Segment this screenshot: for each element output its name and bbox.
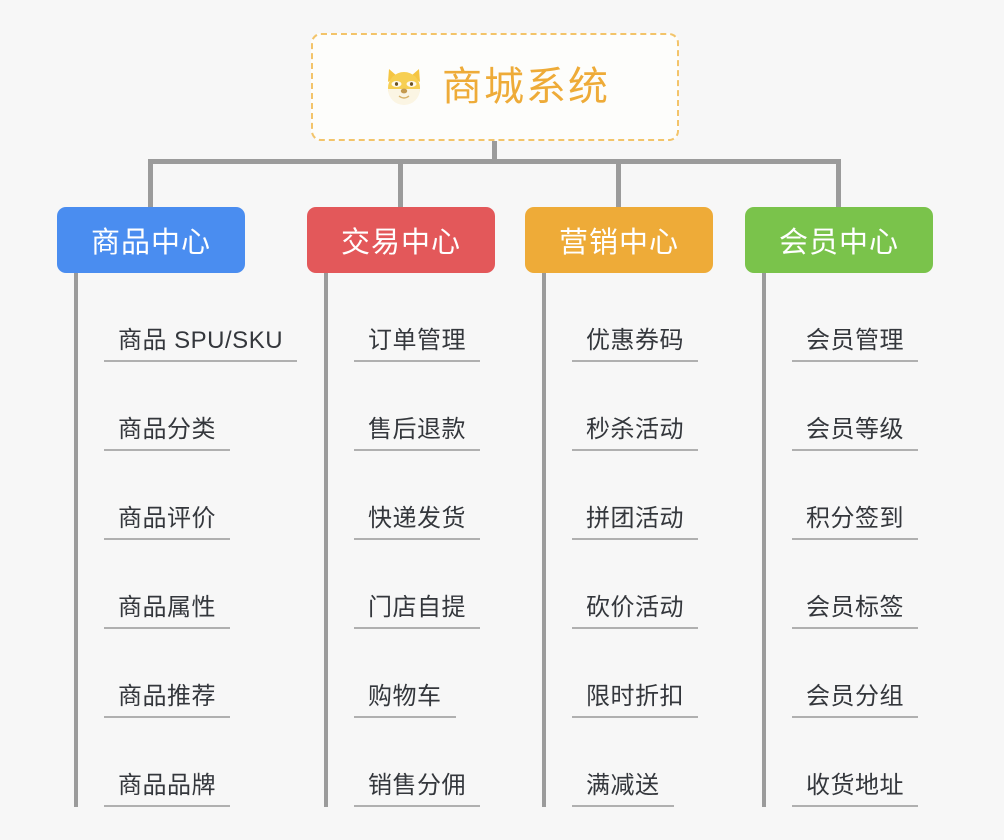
connector-root-stem bbox=[492, 141, 497, 163]
list-item[interactable]: 会员管理 bbox=[762, 273, 918, 362]
root-node-shop-system[interactable]: 商城系统 bbox=[311, 33, 679, 141]
list-item[interactable]: 订单管理 bbox=[324, 273, 480, 362]
branch-column-trade-center: 交易中心 订单管理 售后退款 快递发货 门店自提 购物车 销售分佣 bbox=[307, 207, 495, 807]
list-item[interactable]: 售后退款 bbox=[324, 362, 480, 451]
leaf-label: 售后退款 bbox=[354, 409, 480, 451]
list-item[interactable]: 限时折扣 bbox=[542, 629, 698, 718]
list-item[interactable]: 门店自提 bbox=[324, 540, 480, 629]
leaf-label: 积分签到 bbox=[792, 498, 918, 540]
branch-spine-trade-center bbox=[324, 273, 328, 807]
list-item[interactable]: 优惠券码 bbox=[542, 273, 698, 362]
list-item[interactable]: 砍价活动 bbox=[542, 540, 698, 629]
list-item[interactable]: 会员标签 bbox=[762, 540, 918, 629]
leaf-label: 限时折扣 bbox=[572, 676, 698, 718]
list-item[interactable]: 商品推荐 bbox=[74, 629, 297, 718]
leaf-label: 收货地址 bbox=[792, 765, 918, 807]
list-item[interactable]: 会员分组 bbox=[762, 629, 918, 718]
list-item[interactable]: 购物车 bbox=[324, 629, 480, 718]
branch-spine-marketing-center bbox=[542, 273, 546, 807]
list-item[interactable]: 销售分佣 bbox=[324, 718, 480, 807]
list-item[interactable]: 会员等级 bbox=[762, 362, 918, 451]
branch-spine-member-center bbox=[762, 273, 766, 807]
branch-header-trade-center[interactable]: 交易中心 bbox=[307, 207, 495, 273]
leaf-label: 快递发货 bbox=[354, 498, 480, 540]
branch-spine-product-center bbox=[74, 273, 78, 807]
branch-column-member-center: 会员中心 会员管理 会员等级 积分签到 会员标签 会员分组 收货地址 bbox=[745, 207, 933, 807]
branch-header-label: 商品中心 bbox=[90, 227, 211, 259]
leaf-list-trade-center: 订单管理 售后退款 快递发货 门店自提 购物车 销售分佣 bbox=[324, 273, 480, 807]
leaf-label: 拼团活动 bbox=[572, 498, 698, 540]
leaf-label: 砍价活动 bbox=[572, 587, 698, 629]
list-item[interactable]: 商品评价 bbox=[74, 451, 297, 540]
leaf-label: 会员等级 bbox=[792, 409, 918, 451]
leaf-label: 销售分佣 bbox=[354, 765, 480, 807]
leaf-label: 会员分组 bbox=[792, 676, 918, 718]
leaf-label: 秒杀活动 bbox=[572, 409, 698, 451]
branch-header-label: 会员中心 bbox=[778, 227, 899, 259]
list-item[interactable]: 商品分类 bbox=[74, 362, 297, 451]
leaf-list-member-center: 会员管理 会员等级 积分签到 会员标签 会员分组 收货地址 bbox=[762, 273, 918, 807]
list-item[interactable]: 商品属性 bbox=[74, 540, 297, 629]
branch-header-label: 交易中心 bbox=[340, 227, 461, 259]
leaf-label: 会员管理 bbox=[792, 320, 918, 362]
root-title: 商城系统 bbox=[442, 65, 610, 109]
branch-header-label: 营销中心 bbox=[558, 227, 679, 259]
branch-header-product-center[interactable]: 商品中心 bbox=[57, 207, 245, 273]
leaf-list-product-center: 商品 SPU/SKU 商品分类 商品评价 商品属性 商品推荐 商品品牌 bbox=[74, 273, 298, 807]
branch-column-product-center: 商品中心 商品 SPU/SKU 商品分类 商品评价 商品属性 商品推荐 商品品牌 bbox=[57, 207, 298, 807]
list-item[interactable]: 秒杀活动 bbox=[542, 362, 698, 451]
list-item[interactable]: 满减送 bbox=[542, 718, 698, 807]
leaf-label: 商品推荐 bbox=[104, 676, 230, 718]
leaf-label: 商品品牌 bbox=[104, 765, 230, 807]
list-item[interactable]: 拼团活动 bbox=[542, 451, 698, 540]
shiba-dog-face-icon bbox=[380, 63, 428, 111]
branch-column-marketing-center: 营销中心 优惠券码 秒杀活动 拼团活动 砍价活动 限时折扣 满减送 bbox=[525, 207, 713, 807]
leaf-label: 商品评价 bbox=[104, 498, 230, 540]
connector-drop-1 bbox=[148, 159, 153, 209]
leaf-label: 满减送 bbox=[572, 765, 674, 807]
connector-drop-2 bbox=[398, 159, 403, 209]
leaf-label: 商品属性 bbox=[104, 587, 230, 629]
leaf-label: 订单管理 bbox=[354, 320, 480, 362]
leaf-label: 优惠券码 bbox=[572, 320, 698, 362]
connector-drop-3 bbox=[616, 159, 621, 209]
connector-drop-4 bbox=[836, 159, 841, 209]
list-item[interactable]: 积分签到 bbox=[762, 451, 918, 540]
branch-header-marketing-center[interactable]: 营销中心 bbox=[525, 207, 713, 273]
list-item[interactable]: 快递发货 bbox=[324, 451, 480, 540]
leaf-label: 会员标签 bbox=[792, 587, 918, 629]
list-item[interactable]: 商品 SPU/SKU bbox=[74, 273, 298, 362]
leaf-label: 商品分类 bbox=[104, 409, 230, 451]
leaf-label: 商品 SPU/SKU bbox=[104, 320, 298, 362]
leaf-label: 购物车 bbox=[354, 676, 456, 718]
branch-header-member-center[interactable]: 会员中心 bbox=[745, 207, 933, 273]
connector-horizontal-bus bbox=[148, 159, 836, 164]
list-item[interactable]: 收货地址 bbox=[762, 718, 918, 807]
leaf-list-marketing-center: 优惠券码 秒杀活动 拼团活动 砍价活动 限时折扣 满减送 bbox=[542, 273, 698, 807]
leaf-label: 门店自提 bbox=[354, 587, 480, 629]
list-item[interactable]: 商品品牌 bbox=[74, 718, 297, 807]
